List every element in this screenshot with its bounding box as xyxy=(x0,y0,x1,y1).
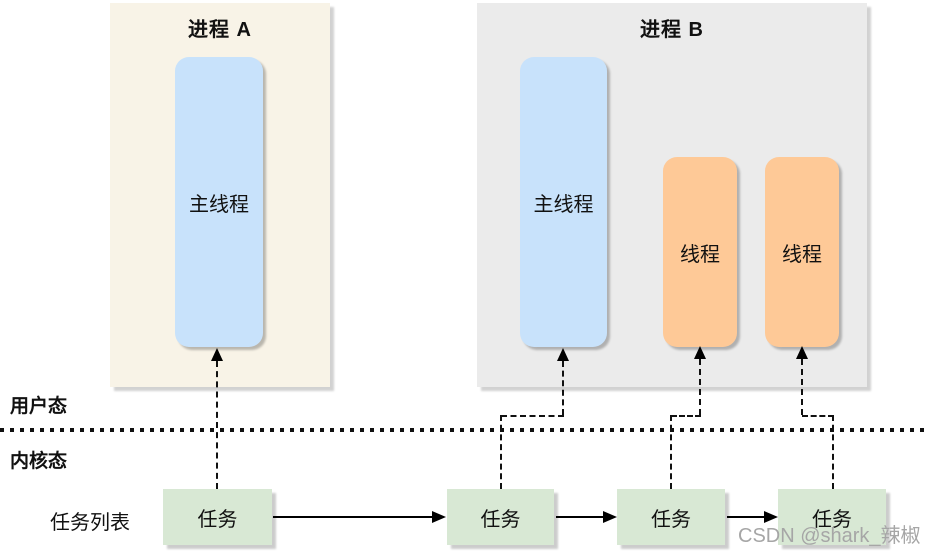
connector-task4-thread2-v1 xyxy=(801,359,803,415)
task-box-3: 任务 xyxy=(617,489,725,545)
kernel-mode-label: 内核态 xyxy=(10,451,68,472)
thread-1-shape: 线程 xyxy=(663,157,737,347)
task-3-label: 任务 xyxy=(651,508,691,531)
task-link-arrow-1-head xyxy=(432,511,446,523)
process-b-box: 进程 B 主线程 线程 线程 xyxy=(477,3,867,387)
thread-2-shape: 线程 xyxy=(765,157,839,347)
user-kernel-divider-line xyxy=(0,428,925,432)
task-link-arrow-2-head xyxy=(603,511,617,523)
task-2-label: 任务 xyxy=(480,508,521,531)
task-link-arrow-3-head xyxy=(764,511,778,523)
connector-task4-thread2-head xyxy=(796,346,808,359)
thread-1-label: 线程 xyxy=(680,243,720,266)
process-b-title: 进程 B xyxy=(640,19,704,41)
connector-task2-mainthreadB-v1 xyxy=(562,361,564,415)
connector-task4-thread2-v2 xyxy=(832,415,834,489)
task-1-label: 任务 xyxy=(197,508,238,531)
task-box-2: 任务 xyxy=(447,489,554,545)
connector-task2-mainthreadB-h xyxy=(501,415,564,417)
process-a-box: 进程 A 主线程 xyxy=(110,3,330,387)
task-box-4: 任务 xyxy=(778,489,886,545)
connector-task3-thread1-head xyxy=(694,346,706,359)
csdn-watermark: CSDN @shark_辣椒 xyxy=(738,525,921,547)
task-link-arrow-1-line xyxy=(273,516,433,518)
thread-2-label: 线程 xyxy=(782,243,822,266)
process-a-title: 进程 A xyxy=(188,19,252,41)
connector-task1-mainthreadA-line xyxy=(216,361,218,489)
task-box-1: 任务 xyxy=(163,489,272,545)
connector-task2-mainthreadB-head xyxy=(557,348,569,361)
user-mode-label: 用户态 xyxy=(10,396,68,417)
task-list-label: 任务列表 xyxy=(50,512,130,534)
main-thread-b-shape: 主线程 xyxy=(520,57,607,347)
task-link-arrow-2-line xyxy=(556,516,604,518)
main-thread-b-label: 主线程 xyxy=(533,193,594,216)
connector-task3-thread1-h xyxy=(671,415,701,417)
task-link-arrow-3-line xyxy=(727,516,765,518)
connector-task3-thread1-v1 xyxy=(699,359,701,415)
task-4-label: 任务 xyxy=(812,508,852,531)
main-thread-a-label: 主线程 xyxy=(189,193,249,216)
main-thread-a-shape: 主线程 xyxy=(175,57,263,347)
connector-task2-mainthreadB-v2 xyxy=(500,415,502,489)
connector-task1-mainthreadA-head xyxy=(211,348,223,361)
connector-task4-thread2-h xyxy=(802,415,834,417)
connector-task3-thread1-v2 xyxy=(670,415,672,489)
